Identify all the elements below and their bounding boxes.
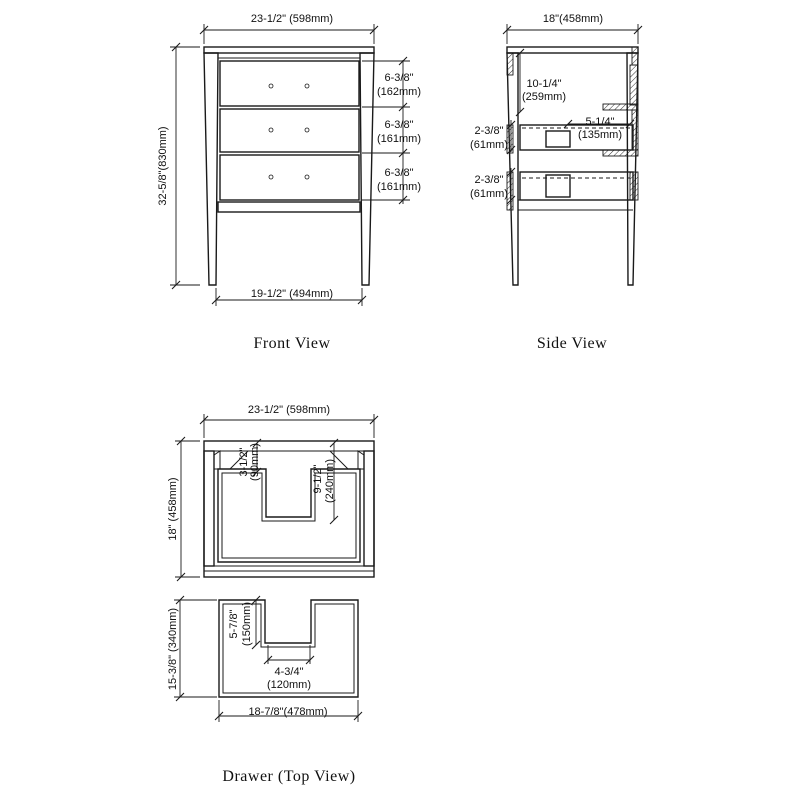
drawer-depth-label: 15-3/8"(340mm) bbox=[167, 608, 179, 690]
cabinet-inner-drawer bbox=[217, 468, 361, 563]
front-leg-width-label: 19-1/2" (494mm) bbox=[251, 288, 333, 300]
cut-width-dimension: 4-3/4" (120mm) bbox=[263, 645, 315, 691]
side-drawer1-in: 2-3/8" bbox=[475, 125, 504, 137]
cut-depth-dimension: 5-7/8" (150mm) bbox=[228, 595, 261, 650]
cut-depth-label: 5-7/8" bbox=[228, 609, 240, 638]
front-view-caption: Front View bbox=[253, 335, 330, 352]
front-knob bbox=[304, 127, 310, 133]
drawer2-dim-mm: (161mm) bbox=[377, 133, 421, 145]
side-drawer-2 bbox=[519, 171, 634, 201]
front-drawer-3 bbox=[219, 154, 360, 201]
front-drawer-1 bbox=[219, 60, 360, 107]
side-drawer2-in: 2-3/8" bbox=[475, 174, 504, 186]
side-hatch-top-front bbox=[506, 52, 514, 76]
cut-width-label: 4-3/4" bbox=[275, 666, 304, 678]
side-drawer-1 bbox=[519, 124, 634, 151]
side-hatch-back-mid bbox=[631, 109, 639, 151]
cabinet-width-dimension: 23-1/2" (598mm) bbox=[199, 404, 379, 438]
cabinet-depth-dimension: 18"(458mm) bbox=[167, 436, 200, 582]
side-upper-in: 10-1/4" bbox=[526, 78, 561, 90]
front-drawer-dimensions: 6-3/8" (162mm) 6-3/8" (161mm) 6-3/8" (16… bbox=[362, 56, 421, 205]
notch-length-label: 9-1/2" bbox=[312, 464, 324, 493]
drawer3-dim-in: 6-3/8" bbox=[385, 167, 414, 179]
front-drawer-2 bbox=[219, 108, 360, 153]
side-shelf-in: 5-1/4" bbox=[586, 116, 615, 128]
side-drawer-1-slot bbox=[545, 130, 571, 148]
front-left-leg bbox=[203, 52, 219, 286]
cabinet-width-label: 23-1/2" (598mm) bbox=[248, 404, 330, 416]
side-hatch-back-low bbox=[629, 171, 639, 201]
side-depth-dimension: 18"(458mm) bbox=[502, 13, 643, 44]
front-knob bbox=[268, 174, 274, 180]
notch-length-dimension: 9-1/2" (240mm) bbox=[312, 438, 339, 525]
drawer3-dim-mm: (161mm) bbox=[377, 181, 421, 193]
side-top-slab bbox=[506, 46, 639, 54]
drawer-view-caption: Drawer (Top View) bbox=[222, 768, 355, 785]
front-width-label: 23-1/2" (598mm) bbox=[251, 13, 333, 25]
cut-width-mm-label: (120mm) bbox=[267, 679, 311, 691]
cabinet-right-post bbox=[363, 450, 375, 567]
drawer1-dim-in: 6-3/8" bbox=[385, 72, 414, 84]
drawer-width-dimension: 18-7/8"(478mm) bbox=[214, 700, 363, 722]
side-hatch-front-low bbox=[506, 171, 514, 211]
front-height-label: 32-5/8"(830mm) bbox=[157, 126, 169, 205]
notch-length-mm-label: (240mm) bbox=[324, 459, 336, 503]
side-depth-label: 18"(458mm) bbox=[543, 13, 603, 25]
notch-depth-dimension: 3-1/2" (90mm) bbox=[238, 438, 262, 481]
front-view: 23-1/2" (598mm) 32-5/8"(830mm) 6-3/8" (1… bbox=[157, 13, 421, 352]
drawer-width-label: 18-7/8"(478mm) bbox=[248, 706, 327, 718]
notch-depth-mm-label: (90mm) bbox=[249, 443, 261, 481]
front-leg-width-dimension: 19-1/2" (494mm) bbox=[211, 288, 367, 306]
side-hatch-shelf1 bbox=[602, 103, 639, 111]
side-hatch-shelf2 bbox=[602, 149, 639, 157]
side-front-leg bbox=[506, 52, 519, 286]
side-drawer1-mm: (61mm) bbox=[470, 139, 508, 151]
cabinet-left-post bbox=[203, 450, 215, 567]
cabinet-depth-label: 18"(458mm) bbox=[167, 477, 179, 540]
side-drawer2-mm: (61mm) bbox=[470, 188, 508, 200]
notch-depth-label: 3-1/2" bbox=[238, 447, 250, 476]
side-upper-mm: (259mm) bbox=[522, 91, 566, 103]
side-shelf-mm: (135mm) bbox=[578, 129, 622, 141]
side-drawer-dimensions: 2-3/8" (61mm) 2-3/8" (61mm) bbox=[470, 120, 516, 205]
drawer2-dim-in: 6-3/8" bbox=[385, 119, 414, 131]
side-shelf-dimension: 5-1/4" (135mm) bbox=[563, 116, 635, 141]
front-knob bbox=[304, 83, 310, 89]
front-knob bbox=[268, 83, 274, 89]
side-hatch-back-upper bbox=[629, 64, 639, 106]
drawer-box bbox=[218, 599, 359, 698]
side-upper-dimension: 10-1/4" (259mm) bbox=[515, 48, 566, 117]
side-view: 18"(458mm) 10-1/4" (259mm) 5-1/4" (135mm… bbox=[470, 13, 643, 352]
front-knob bbox=[268, 127, 274, 133]
front-height-dimension: 32-5/8"(830mm) bbox=[157, 42, 200, 290]
side-hatch-top-back bbox=[631, 46, 639, 66]
drawer1-dim-mm: (162mm) bbox=[377, 86, 421, 98]
front-top-slab bbox=[203, 46, 375, 54]
side-view-caption: Side View bbox=[537, 335, 607, 352]
front-bottom-rail bbox=[217, 201, 361, 213]
side-drawer-2-slot bbox=[545, 174, 571, 198]
cabinet-outline bbox=[203, 440, 375, 578]
drawer-top-view: 23-1/2" (598mm) 18"(458mm) 3-1/2" (90mm)… bbox=[167, 404, 379, 785]
cut-depth-mm-label: (150mm) bbox=[241, 602, 253, 646]
drawer-depth-dimension: 15-3/8"(340mm) bbox=[167, 595, 217, 702]
front-right-leg bbox=[359, 52, 375, 286]
side-hatch-front-mid bbox=[506, 124, 514, 154]
front-knob bbox=[304, 174, 310, 180]
front-width-dimension: 23-1/2" (598mm) bbox=[199, 13, 379, 44]
